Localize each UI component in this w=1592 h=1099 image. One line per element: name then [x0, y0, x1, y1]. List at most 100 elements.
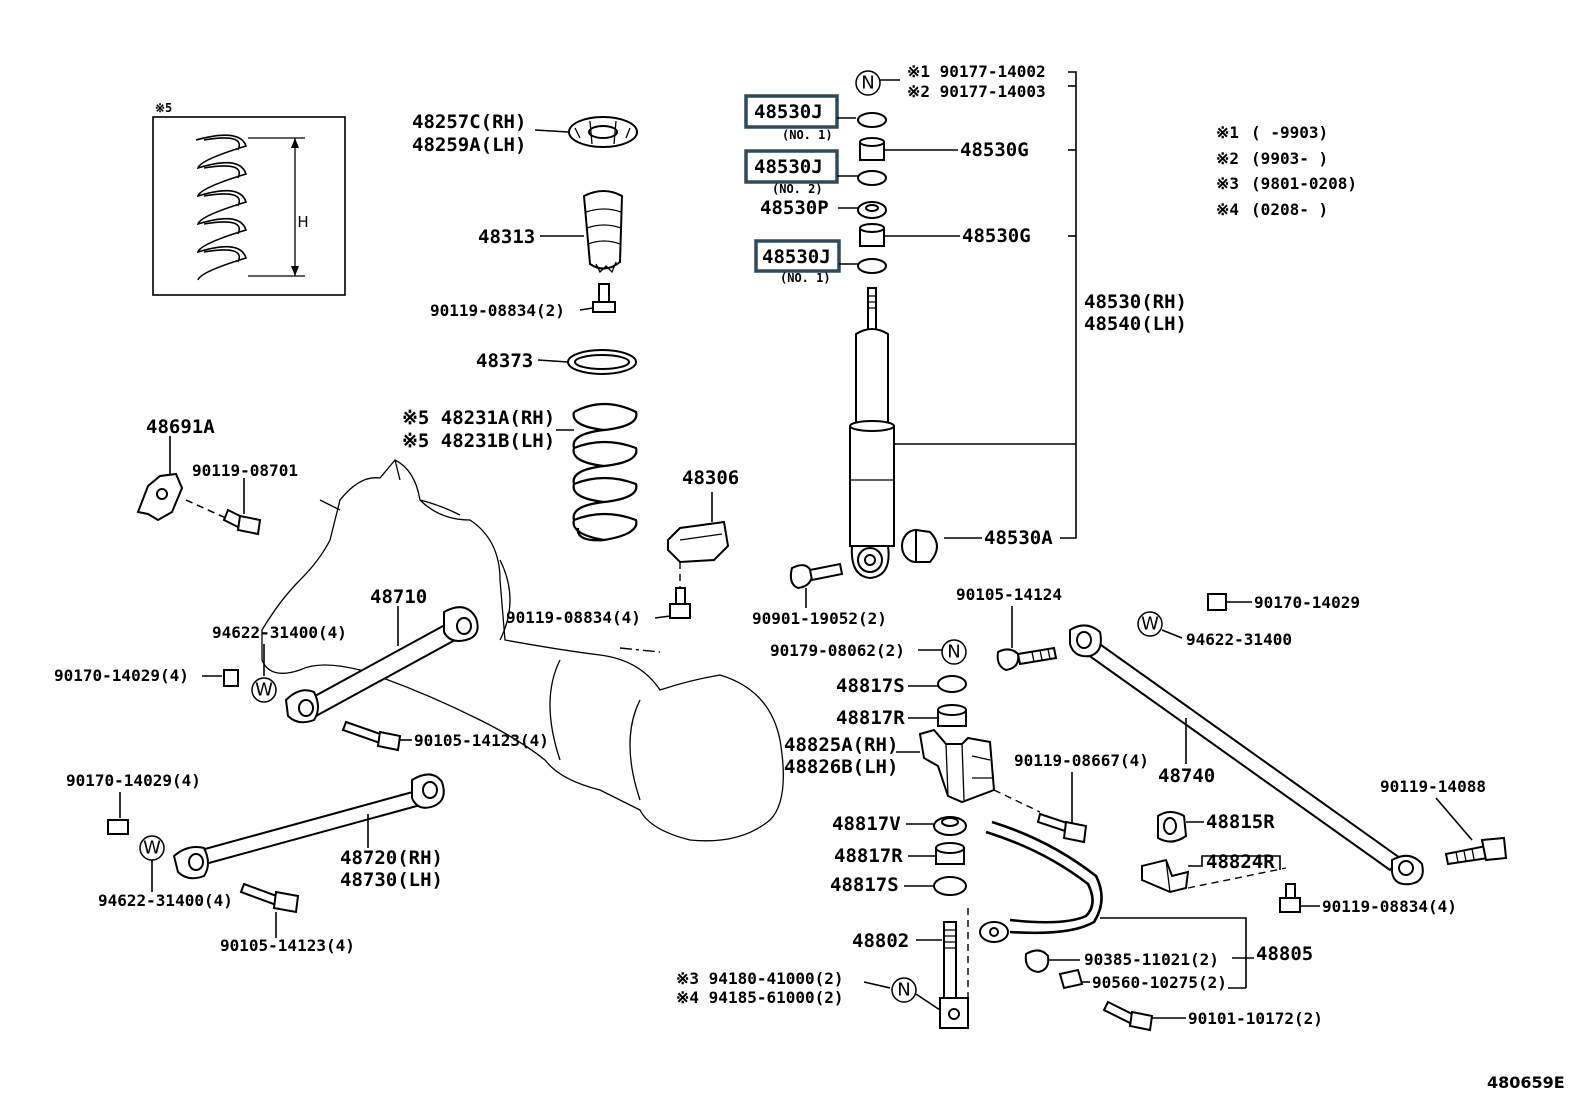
nut-90170-14029: 90170-14029 [1207, 593, 1360, 612]
label-48306: 48306 [682, 467, 739, 489]
label-48530a: 48530A [984, 527, 1053, 549]
nut-90170-14029-4a: 90170-14029(4) [54, 666, 239, 687]
axle-housing [261, 459, 784, 842]
label-90170-14029-4b: 90170-14029(4) [66, 771, 201, 790]
nut-n-symbol-mid: N [947, 642, 960, 663]
label-90170-14029-4a: 90170-14029(4) [54, 666, 189, 685]
label-48530j-2-sub: (NO. 2) [772, 182, 823, 196]
label-48530j-3: 48530J [762, 246, 831, 268]
label-90560-10275: 90560-10275(2) [1092, 973, 1227, 992]
label-48817s-a: 48817S [836, 675, 905, 697]
bolt-90105-14123-4b: 90105-14123(4) [220, 882, 355, 955]
inset-mark: ※5 [155, 101, 172, 115]
label-48720: 48720(RH) [340, 847, 443, 869]
label-48805: 48805 [1256, 943, 1313, 965]
label-90105-14123-4b: 90105-14123(4) [220, 936, 355, 955]
label-94185-61000: ※4 94185-61000(2) [676, 988, 844, 1007]
label-90179-08062: 90179-08062(2) [770, 641, 905, 660]
label-48530j-1: 48530J [754, 101, 823, 123]
label-48817r-b: 48817R [834, 845, 903, 867]
label-90119-08667: 90119-08667(4) [1014, 751, 1149, 770]
label-48824r: 48824R [1206, 851, 1275, 873]
label-48530g-b: 48530G [962, 225, 1031, 247]
bracket-48824r: 48824R [1141, 851, 1287, 894]
label-48825a: 48825A(RH) [784, 734, 898, 756]
label-48231a: ※5 48231A(RH) [402, 407, 555, 429]
bushing-48817s-b: 48817S [830, 874, 967, 896]
washer-symbol-right: W [1141, 614, 1159, 635]
label-90105-14123-4a: 90105-14123(4) [414, 731, 549, 750]
bushing-48817r-a: 48817R [836, 704, 967, 729]
highlight-48530j-1: 48530J (NO. 1) [744, 94, 887, 142]
bracket-48306: 48306 [667, 467, 739, 596]
bolt-90119-08834-4b: 90119-08834(4) [1279, 883, 1457, 916]
bolt-90105-14124: 90105-14124 [956, 585, 1062, 672]
label-48826b: 48826B(LH) [784, 756, 898, 778]
nut-n-90179: 90179-08062(2) N [770, 639, 967, 665]
label-48373: 48373 [476, 350, 533, 372]
label-48530j-1-sub: (NO. 1) [782, 128, 833, 142]
lower-control-arm-48720: 48720(RH) 48730(LH) [172, 773, 445, 891]
nut-n-90177: N ※1 90177-14002 ※2 90177-14003 48530(RH… [855, 62, 1187, 539]
washer-94622-31400-4b: W 94622-31400(4) [98, 835, 233, 910]
cushion-48530g-b: 48530G [859, 223, 1031, 247]
label-90119-08834-4b: 90119-08834(4) [1322, 897, 1457, 916]
label-94622-31400-4a: 94622-31400(4) [212, 623, 347, 642]
label-48530p: 48530P [760, 197, 829, 219]
label-90119-08834-2: 90119-08834(2) [430, 301, 565, 320]
bracket-48825a: 48825A(RH) 48826B(LH) [784, 728, 1041, 813]
label-48530j-3-sub: (NO. 1) [780, 271, 831, 285]
label-48259a: 48259A(LH) [412, 134, 526, 156]
label-48530-rh: 48530(RH) [1084, 291, 1187, 313]
highlight-48530j-3: 48530J (NO. 1) [754, 239, 887, 285]
label-90177-14003: ※2 90177-14003 [907, 82, 1046, 101]
label-48540-lh: 48540(LH) [1084, 313, 1187, 335]
bushing-90385-11021: 90385-11021(2) [1024, 949, 1219, 974]
bolt-90119-08834-2: 90119-08834(2) [430, 283, 616, 320]
coil-spring-48231: ※5 48231A(RH) ※5 48231B(LH) [402, 402, 638, 542]
label-48691a: 48691A [146, 416, 215, 438]
bushing-48815r: 48815R [1157, 811, 1275, 843]
nut-n-symbol-top: N [861, 73, 874, 94]
label-94180-41000: ※3 94180-41000(2) [676, 969, 844, 988]
bushing-48817v: 48817V [832, 813, 967, 836]
note-2: ※2(9903- ) [1216, 149, 1328, 168]
washer-94622-31400-4a: 94622-31400(4) W [212, 623, 347, 703]
label-90119-08834-4: 90119-08834(4) [506, 608, 641, 627]
bump-stopper-48313: 48313 [478, 190, 624, 274]
label-94622-31400-4b: 94622-31400(4) [98, 891, 233, 910]
label-90385-11021: 90385-11021(2) [1084, 950, 1219, 969]
washer-symbol: W [255, 680, 273, 701]
shock-absorber [849, 287, 895, 580]
label-94622-31400: 94622-31400 [1186, 630, 1292, 649]
label-48740: 48740 [1158, 765, 1215, 787]
nut-n-symbol-bottom: N [897, 980, 910, 1001]
diagram-id: 480659E [1487, 1073, 1565, 1092]
lateral-rod-48740: 48740 [1069, 624, 1424, 886]
label-90101-10172: 90101-10172(2) [1188, 1009, 1323, 1028]
bushing-48817r-b: 48817R [834, 842, 965, 867]
applicability-notes: ※1( -9903) ※2(9903- ) ※3(9801-0208) ※4(0… [1216, 123, 1357, 219]
label-48231b: ※5 48231B(LH) [402, 430, 555, 452]
washer-94622-31400: W 94622-31400 [1137, 611, 1292, 649]
spring-seat-48257c: 48257C(RH) 48259A(LH) [412, 111, 638, 156]
label-48817r-a: 48817R [836, 707, 905, 729]
label-48710: 48710 [370, 586, 427, 608]
label-48817v: 48817V [832, 813, 901, 835]
collar-90560-10275: 90560-10275(2) [1058, 968, 1227, 992]
spring-height-inset: ※5 H [152, 101, 346, 296]
label-90119-14088: 90119-14088 [1380, 777, 1486, 796]
cushion-48530g-a: 48530G [859, 137, 1029, 161]
note-1: ※1( -9903) [1216, 123, 1328, 142]
upper-control-arm-48710: 48710 [284, 586, 479, 724]
bolt-90105-14123-4a: 90105-14123(4) [341, 720, 549, 752]
highlight-48530j-2: 48530J (NO. 2) [744, 149, 887, 196]
inset-h-label: H [297, 213, 308, 231]
bushing-48530p: 48530P [760, 197, 887, 219]
bolt-90119-08667: 90119-08667(4) [1014, 751, 1149, 844]
label-48815r: 48815R [1206, 811, 1275, 833]
nut-90170-14029-4b: 90170-14029(4) [66, 771, 201, 835]
label-48313: 48313 [478, 226, 535, 248]
